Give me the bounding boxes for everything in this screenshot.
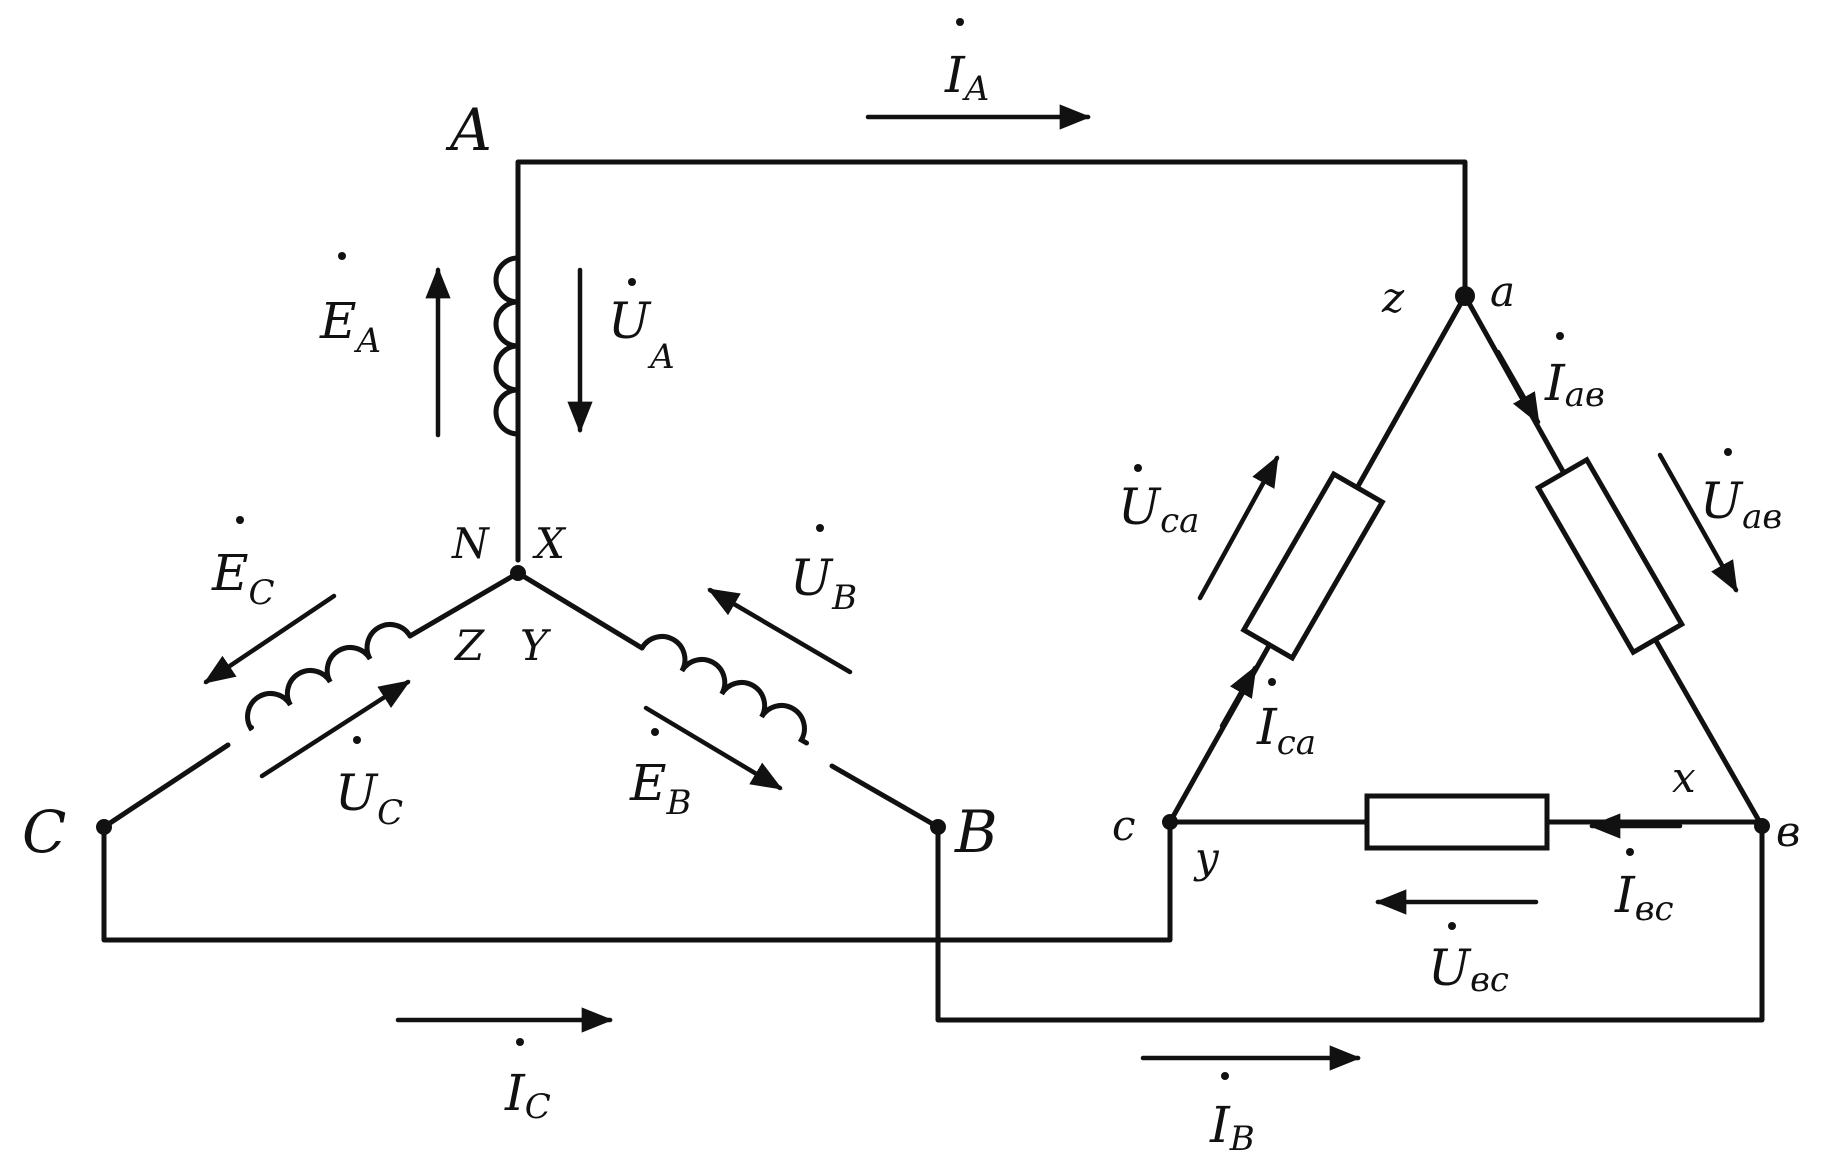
label-load-z: z bbox=[1381, 273, 1405, 322]
label-node-b: B bbox=[954, 798, 998, 866]
label-line-current-a: IA bbox=[944, 18, 989, 109]
phase-b-branch-outer bbox=[829, 763, 941, 830]
phase-c-branch-outer bbox=[101, 742, 231, 830]
svg-text:EB: EB bbox=[629, 754, 692, 823]
quantity-labels: IA IC IB EA UA EC UC UB bbox=[211, 18, 1782, 1159]
delta-side-ab-lower bbox=[1652, 636, 1765, 829]
terminal-c-dot bbox=[96, 819, 112, 835]
svg-text:UC: UC bbox=[335, 764, 403, 833]
arrow-uc bbox=[259, 679, 411, 779]
svg-text:IA: IA bbox=[944, 46, 989, 109]
line-a-wire bbox=[515, 159, 1468, 563]
load-resistor-ca bbox=[1240, 470, 1386, 662]
label-load-current-bc: Iвc bbox=[1614, 848, 1674, 929]
label-line-current-b: IB bbox=[1209, 1072, 1255, 1159]
arrow-ec bbox=[203, 593, 337, 685]
arrow-ub bbox=[707, 587, 853, 675]
label-emf-c: EC bbox=[211, 516, 275, 613]
arrow-uab bbox=[1657, 452, 1739, 593]
label-emf-b: EB bbox=[629, 728, 692, 823]
phase-c-winding bbox=[245, 622, 413, 732]
label-node-z: Z bbox=[453, 621, 485, 670]
label-phase-voltage-b: UB bbox=[790, 524, 857, 618]
svg-text:UB: UB bbox=[790, 549, 857, 618]
label-load-b: в bbox=[1776, 807, 1800, 856]
svg-text:EA: EA bbox=[319, 292, 381, 361]
label-node-n: N bbox=[451, 519, 490, 568]
line-c-wire bbox=[101, 819, 1173, 943]
line-b-wire bbox=[935, 823, 1765, 1023]
svg-text:UA: UA bbox=[608, 292, 675, 377]
label-phase-voltage-c: UC bbox=[335, 736, 403, 833]
arrow-uca bbox=[1197, 455, 1280, 601]
label-load-voltage-bc: Uвc bbox=[1428, 922, 1509, 1000]
terminal-b-dot bbox=[930, 819, 946, 835]
node-labels: A C B N X Z Y z a c y x в bbox=[22, 96, 1800, 882]
label-node-x: X bbox=[532, 519, 567, 568]
svg-text:IB: IB bbox=[1209, 1096, 1255, 1159]
svg-text:Iaв: Iaв bbox=[1544, 354, 1605, 415]
arrow-ica bbox=[1219, 665, 1258, 729]
svg-text:Ica: Ica bbox=[1256, 698, 1316, 763]
load-node-b-dot bbox=[1754, 818, 1770, 834]
label-node-y: Y bbox=[520, 621, 552, 670]
label-load-x: x bbox=[1672, 753, 1696, 802]
svg-text:IC: IC bbox=[504, 1064, 551, 1127]
label-load-current-ab: Iaв bbox=[1544, 332, 1605, 415]
label-node-a: A bbox=[445, 96, 492, 164]
load-node-c-dot bbox=[1162, 814, 1178, 830]
label-emf-a: EA bbox=[319, 252, 381, 361]
phase-a-winding bbox=[493, 255, 521, 563]
label-load-a: a bbox=[1490, 267, 1515, 316]
delta-side-ca-upper bbox=[1354, 293, 1468, 491]
arrow-eb bbox=[643, 705, 783, 791]
phase-c-branch-inner bbox=[407, 570, 521, 639]
label-node-c: C bbox=[22, 798, 66, 866]
load-resistor-bc bbox=[1364, 793, 1550, 851]
label-load-voltage-ab: Uaв bbox=[1700, 448, 1782, 537]
label-load-c: c bbox=[1112, 801, 1136, 850]
svg-text:EC: EC bbox=[211, 544, 275, 613]
label-load-y: y bbox=[1193, 833, 1220, 882]
arrow-iab bbox=[1495, 349, 1541, 425]
arrows bbox=[203, 104, 1739, 1071]
label-line-current-c: IC bbox=[504, 1038, 551, 1127]
svg-text:Iвc: Iвc bbox=[1614, 866, 1674, 929]
phase-b-winding bbox=[639, 634, 810, 746]
phase-b-branch-inner bbox=[515, 570, 645, 651]
load-node-a-dot bbox=[1455, 286, 1475, 306]
neutral-junction-dot bbox=[510, 565, 526, 581]
label-load-voltage-ca: Uca bbox=[1118, 464, 1199, 541]
svg-text:Uaв: Uaв bbox=[1700, 472, 1782, 537]
label-load-current-ca: Ica bbox=[1256, 678, 1316, 763]
label-phase-voltage-a: UA bbox=[608, 278, 675, 377]
svg-text:Uca: Uca bbox=[1118, 478, 1199, 541]
svg-text:Uвc: Uвc bbox=[1428, 939, 1509, 1000]
load-resistor-ab bbox=[1534, 456, 1686, 656]
